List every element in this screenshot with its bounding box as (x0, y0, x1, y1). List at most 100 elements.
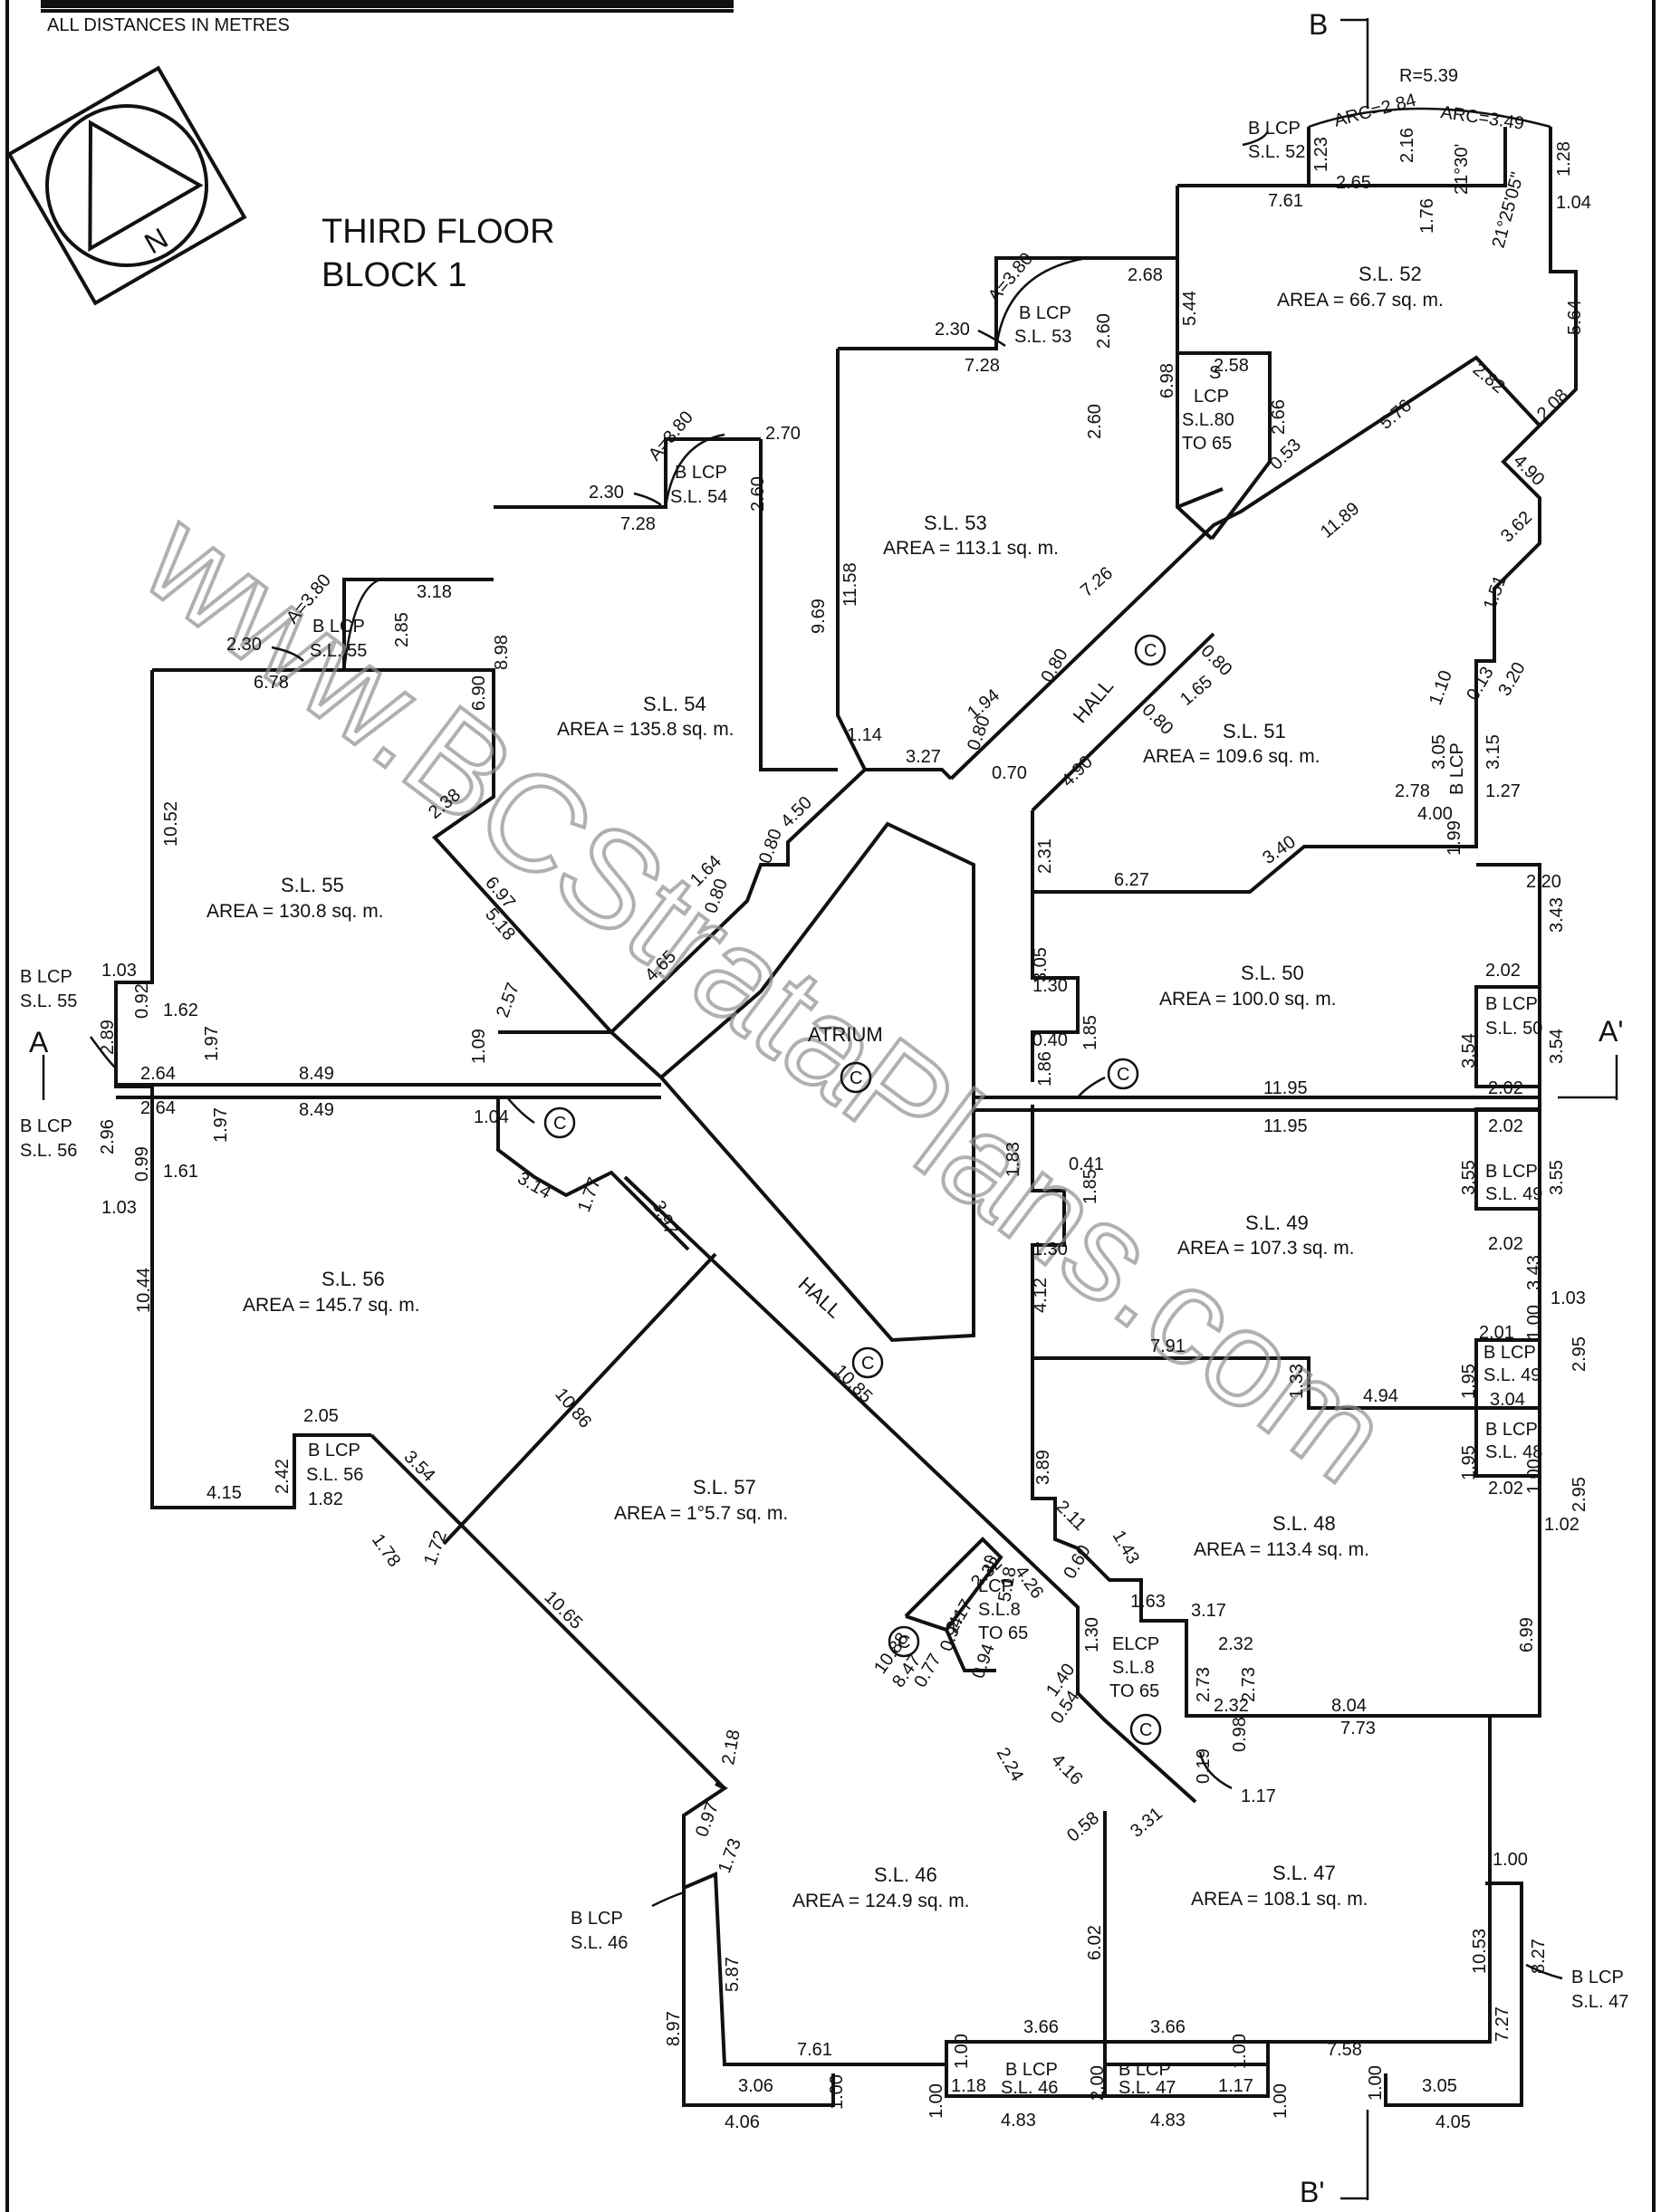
hall-label: HALL (1069, 675, 1119, 727)
svg-text:1.43: 1.43 (1109, 1527, 1144, 1568)
svg-text:1.17: 1.17 (1241, 1786, 1276, 1806)
svg-text:1.14: 1.14 (847, 725, 882, 745)
lot-name: S.L. 46 (874, 1863, 937, 1886)
svg-text:B LCP: B LCP (1019, 303, 1071, 323)
svg-text:7.27: 7.27 (1493, 2006, 1512, 2042)
svg-text:1.03: 1.03 (1551, 1288, 1586, 1308)
svg-text:1.00: 1.00 (827, 2074, 847, 2110)
common-property-marker: C (888, 1625, 920, 1658)
svg-text:10.53: 10.53 (1470, 1929, 1490, 1974)
svg-text:3.06: 3.06 (738, 2076, 773, 2096)
svg-text:5.64: 5.64 (1565, 300, 1585, 335)
svg-text:C: C (1139, 1720, 1152, 1740)
svg-text:3.31: 3.31 (1127, 1804, 1167, 1842)
svg-text:1.63: 1.63 (1130, 1592, 1166, 1612)
svg-text:B LCP: B LCP (675, 463, 727, 483)
svg-text:2.96: 2.96 (98, 1119, 118, 1154)
svg-text:B LCP: B LCP (308, 1441, 360, 1460)
svg-text:1.00: 1.00 (1524, 1459, 1544, 1494)
svg-text:2.66: 2.66 (1269, 399, 1289, 435)
svg-text:2.31: 2.31 (1035, 838, 1055, 874)
lot-area: AREA = 113.1 sq. m. (883, 538, 1059, 559)
svg-text:3.15: 3.15 (1483, 734, 1503, 770)
svg-text:1.04: 1.04 (474, 1107, 509, 1127)
lot-area: AREA = 100.0 sq. m. (1159, 989, 1337, 1010)
svg-text:ELCP: ELCP (1112, 1634, 1159, 1654)
svg-text:6.27: 6.27 (1114, 870, 1149, 890)
lot-boundaries (114, 107, 1578, 2107)
svg-text:21°25'05": 21°25'05" (1489, 170, 1528, 250)
lot-area: AREA = 107.3 sq. m. (1177, 1238, 1355, 1259)
svg-text:S.L. 49: S.L. 49 (1483, 1365, 1541, 1385)
svg-text:2.01: 2.01 (1479, 1323, 1514, 1343)
svg-text:3.97: 3.97 (648, 1198, 680, 1239)
svg-text:1.09: 1.09 (469, 1029, 489, 1064)
svg-text:8.98: 8.98 (492, 635, 512, 670)
svg-text:7.28: 7.28 (620, 514, 656, 534)
svg-text:1.04: 1.04 (1556, 193, 1591, 213)
svg-text:B LCP: B LCP (20, 967, 72, 987)
lot-name: S.L. 56 (322, 1268, 385, 1290)
svg-text:2.24: 2.24 (993, 1745, 1028, 1786)
svg-text:2.78: 2.78 (1395, 781, 1430, 801)
svg-text:0.92: 0.92 (132, 983, 152, 1019)
svg-text:1.33: 1.33 (1287, 1364, 1307, 1399)
svg-text:2.16: 2.16 (1397, 128, 1417, 163)
svg-text:S: S (983, 1553, 994, 1573)
svg-text:0.70: 0.70 (992, 763, 1027, 783)
svg-text:B LCP: B LCP (1485, 1420, 1538, 1440)
common-property-marker: C (840, 1061, 872, 1094)
lcp-labels: B LCP S.L. 52 B LCP S.L. 53 B LCP S.L. 5… (20, 119, 1628, 2098)
svg-text:8.04: 8.04 (1331, 1696, 1367, 1716)
svg-text:0.80: 0.80 (755, 827, 786, 867)
svg-text:2.68: 2.68 (1128, 265, 1163, 285)
svg-text:11.89: 11.89 (1317, 499, 1363, 542)
svg-text:1.00: 1.00 (1230, 2034, 1250, 2069)
svg-text:3.55: 3.55 (1547, 1160, 1567, 1195)
svg-text:7.58: 7.58 (1327, 2040, 1362, 2060)
common-property-marker: C (1129, 1713, 1162, 1746)
svg-text:1.00: 1.00 (1493, 1850, 1528, 1870)
common-property-marker: C (1107, 1058, 1139, 1090)
svg-text:3.05: 3.05 (1422, 2076, 1457, 2096)
svg-text:2.08: 2.08 (1533, 385, 1572, 424)
common-property-marker: C (851, 1346, 884, 1379)
svg-text:1.18: 1.18 (951, 2076, 986, 2096)
svg-text:10.52: 10.52 (161, 801, 181, 847)
svg-text:B LCP: B LCP (1483, 1343, 1536, 1363)
svg-text:5.44: 5.44 (1180, 291, 1200, 326)
svg-text:11.95: 11.95 (1263, 1078, 1308, 1098)
svg-text:0.80: 0.80 (1138, 700, 1176, 739)
svg-text:1.62: 1.62 (163, 1001, 198, 1020)
svg-text:2.89: 2.89 (98, 1020, 118, 1055)
svg-text:1.02: 1.02 (1544, 1515, 1579, 1535)
lot-name: S.L. 47 (1272, 1862, 1336, 1884)
svg-text:2.57: 2.57 (493, 981, 523, 1020)
svg-text:1.00: 1.00 (1271, 2083, 1291, 2119)
svg-text:2.70: 2.70 (765, 424, 801, 444)
svg-text:1.00: 1.00 (1524, 1305, 1544, 1340)
svg-text:3.54: 3.54 (399, 1447, 438, 1486)
svg-text:3.05: 3.05 (1429, 734, 1449, 770)
svg-text:2.02: 2.02 (1488, 1078, 1523, 1098)
svg-text:4.05: 4.05 (1435, 2112, 1471, 2132)
svg-text:S.L. 56: S.L. 56 (306, 1465, 363, 1485)
svg-text:4.83: 4.83 (1001, 2111, 1036, 2131)
svg-text:A=3.80: A=3.80 (645, 407, 697, 464)
svg-text:21°30': 21°30' (1452, 144, 1472, 195)
svg-text:1.30: 1.30 (1032, 976, 1068, 996)
svg-text:1.85: 1.85 (1080, 1169, 1100, 1204)
svg-text:ARC=3.49: ARC=3.49 (1439, 102, 1525, 134)
svg-text:B LCP: B LCP (571, 1909, 623, 1929)
svg-text:C: C (898, 1633, 910, 1652)
svg-text:C: C (1144, 641, 1157, 661)
common-property-marker: C (1134, 634, 1167, 666)
svg-text:0.41: 0.41 (1069, 1154, 1104, 1174)
svg-text:3.62: 3.62 (1497, 507, 1536, 546)
svg-text:LCP: LCP (978, 1576, 1013, 1596)
svg-text:2.30: 2.30 (226, 635, 262, 655)
svg-text:7.26: 7.26 (1077, 563, 1117, 601)
svg-text:2.30: 2.30 (935, 320, 970, 340)
lot-name: S.L. 57 (693, 1476, 756, 1499)
